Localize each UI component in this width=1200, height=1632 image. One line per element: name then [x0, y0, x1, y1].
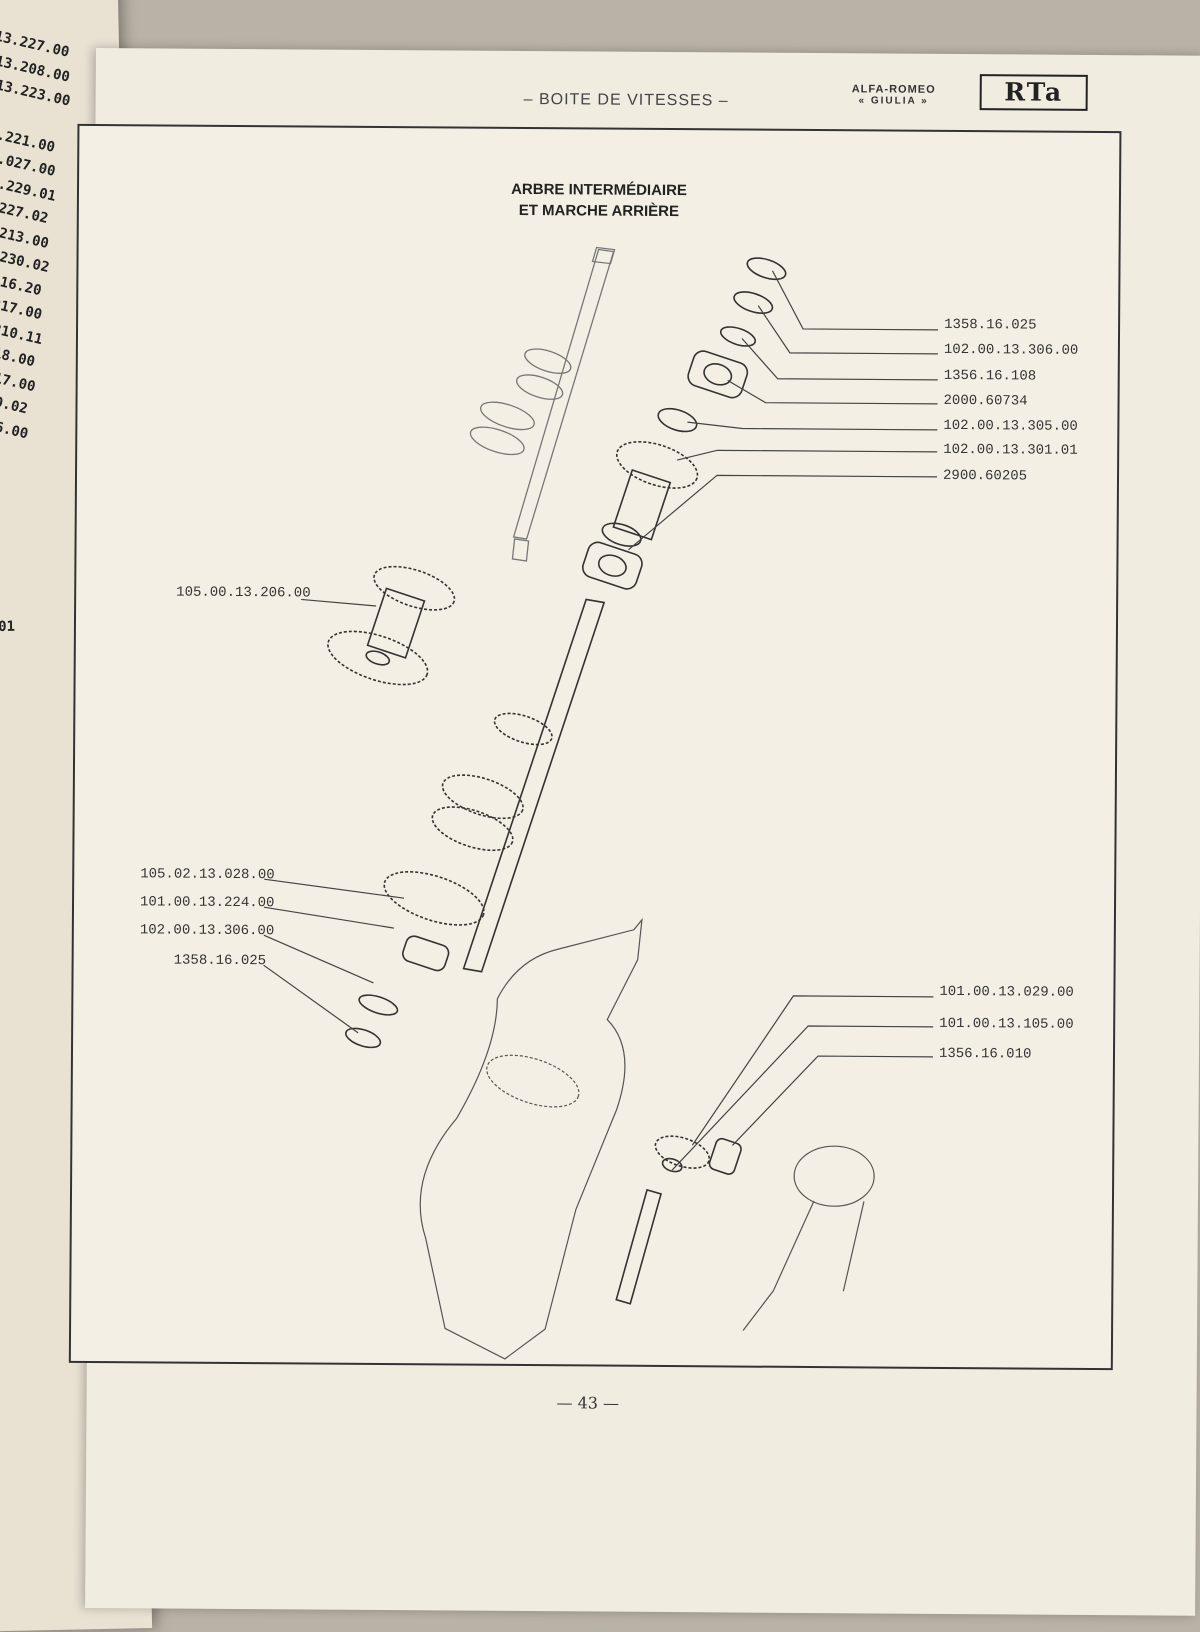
part-label: 102.00.13.305.00 [943, 417, 1078, 435]
left-lone-code: 01 [0, 618, 16, 635]
part-label: 101.00.13.029.00 [939, 983, 1074, 1001]
reverse-cluster-gear-drawing [327, 565, 456, 686]
rta-logo: RTa [979, 74, 1088, 111]
left-page-code-list: .13.227.00 .13.208.00 .13.223.00 3.221.0… [0, 24, 79, 443]
part-label: 1358.16.025 [173, 952, 267, 970]
part-label: 105.02.13.028.00 [140, 866, 275, 884]
part-label: 1358.16.025 [944, 316, 1037, 334]
part-label: 101.00.13.105.00 [939, 1015, 1074, 1033]
part-label: 102.00.13.306.00 [943, 341, 1079, 359]
right-page: – BOITE DE VITESSES – ALFA-ROMEO « GIULI… [68, 48, 1200, 1616]
part-label: 1356.16.108 [943, 367, 1037, 385]
brand-block: ALFA-ROMEO « GIULIA » [852, 83, 936, 107]
brand-name: ALFA-ROMEO [851, 83, 936, 96]
reverse-idler-drawing [615, 1135, 742, 1305]
primary-shaft-drawing [469, 246, 616, 562]
exploded-parts-drawing [263, 246, 939, 1360]
exploded-diagram-frame: ARBRE INTERMÉDIAIRE ET MARCHE ARRIÈRE 13… [68, 123, 1122, 1371]
section-header-title: – BOITE DE VITESSES – [523, 90, 729, 110]
part-label: 101.00.13.224.00 [139, 894, 275, 912]
diagram-title: ARBRE INTERMÉDIAIRE ET MARCHE ARRIÈRE [79, 176, 1119, 225]
housing-outline-drawing [419, 917, 875, 1360]
part-label: 102.00.13.301.01 [943, 441, 1078, 459]
part-label: 1356.16.010 [938, 1045, 1032, 1063]
brand-model: « GIULIA » [858, 95, 929, 107]
part-label: 2900.60205 [942, 467, 1028, 485]
intermediate-shaft-drawing [345, 598, 606, 1049]
upper-small-parts-drawing [581, 257, 787, 590]
leader-lines [263, 270, 939, 1171]
page-number: — 43 — [556, 1393, 620, 1413]
part-label: 105.00.13.206.00 [176, 584, 311, 602]
part-label: 2000.60734 [943, 392, 1028, 410]
part-label: 102.00.13.306.00 [139, 922, 275, 940]
